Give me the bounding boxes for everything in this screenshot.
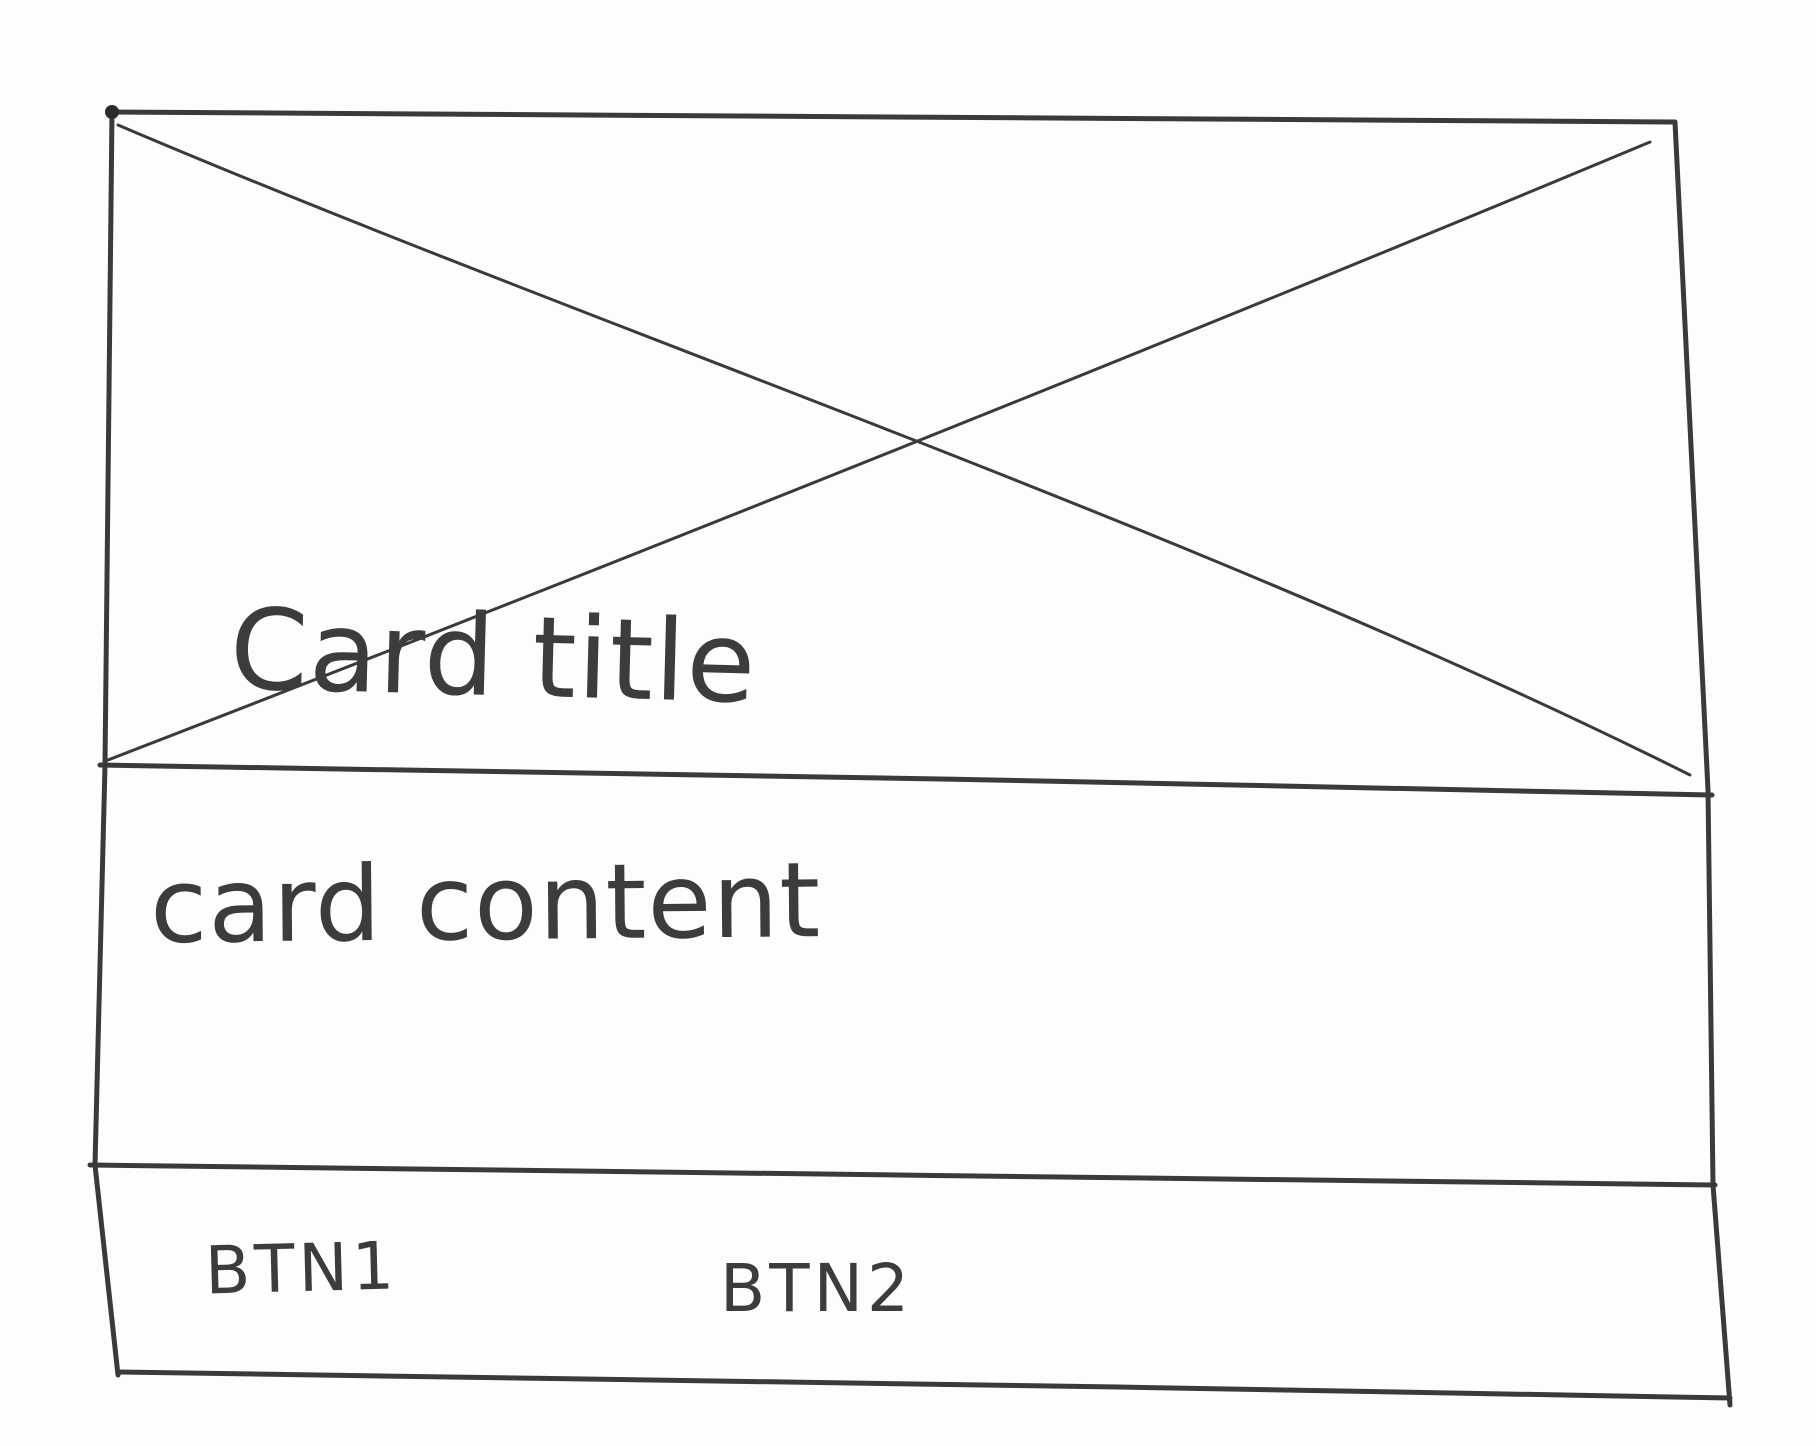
card-content: card content (149, 839, 822, 967)
card-title: Card title (228, 585, 759, 729)
card-content-section (92, 762, 1716, 1188)
image-right-border (1672, 119, 1711, 793)
content-right-border (1705, 787, 1716, 1188)
image-placeholder-cross-2 (106, 140, 1652, 762)
actions-divider (87, 1162, 1718, 1188)
actions-bottom-border (115, 1369, 1733, 1401)
btn1-button[interactable]: BTN1 (204, 1227, 399, 1310)
media-divider (97, 762, 1715, 798)
image-top-border (109, 109, 1678, 125)
actions-left-border (92, 1162, 121, 1378)
image-left-border (102, 109, 115, 768)
image-placeholder-cross-1 (116, 123, 1692, 777)
content-left-border (92, 762, 108, 1168)
corner-dot (105, 105, 119, 119)
card-actions-section (92, 1162, 1733, 1408)
card-image-placeholder (102, 105, 1711, 793)
actions-right-border (1710, 1182, 1733, 1408)
btn2-button[interactable]: BTN2 (720, 1250, 913, 1327)
